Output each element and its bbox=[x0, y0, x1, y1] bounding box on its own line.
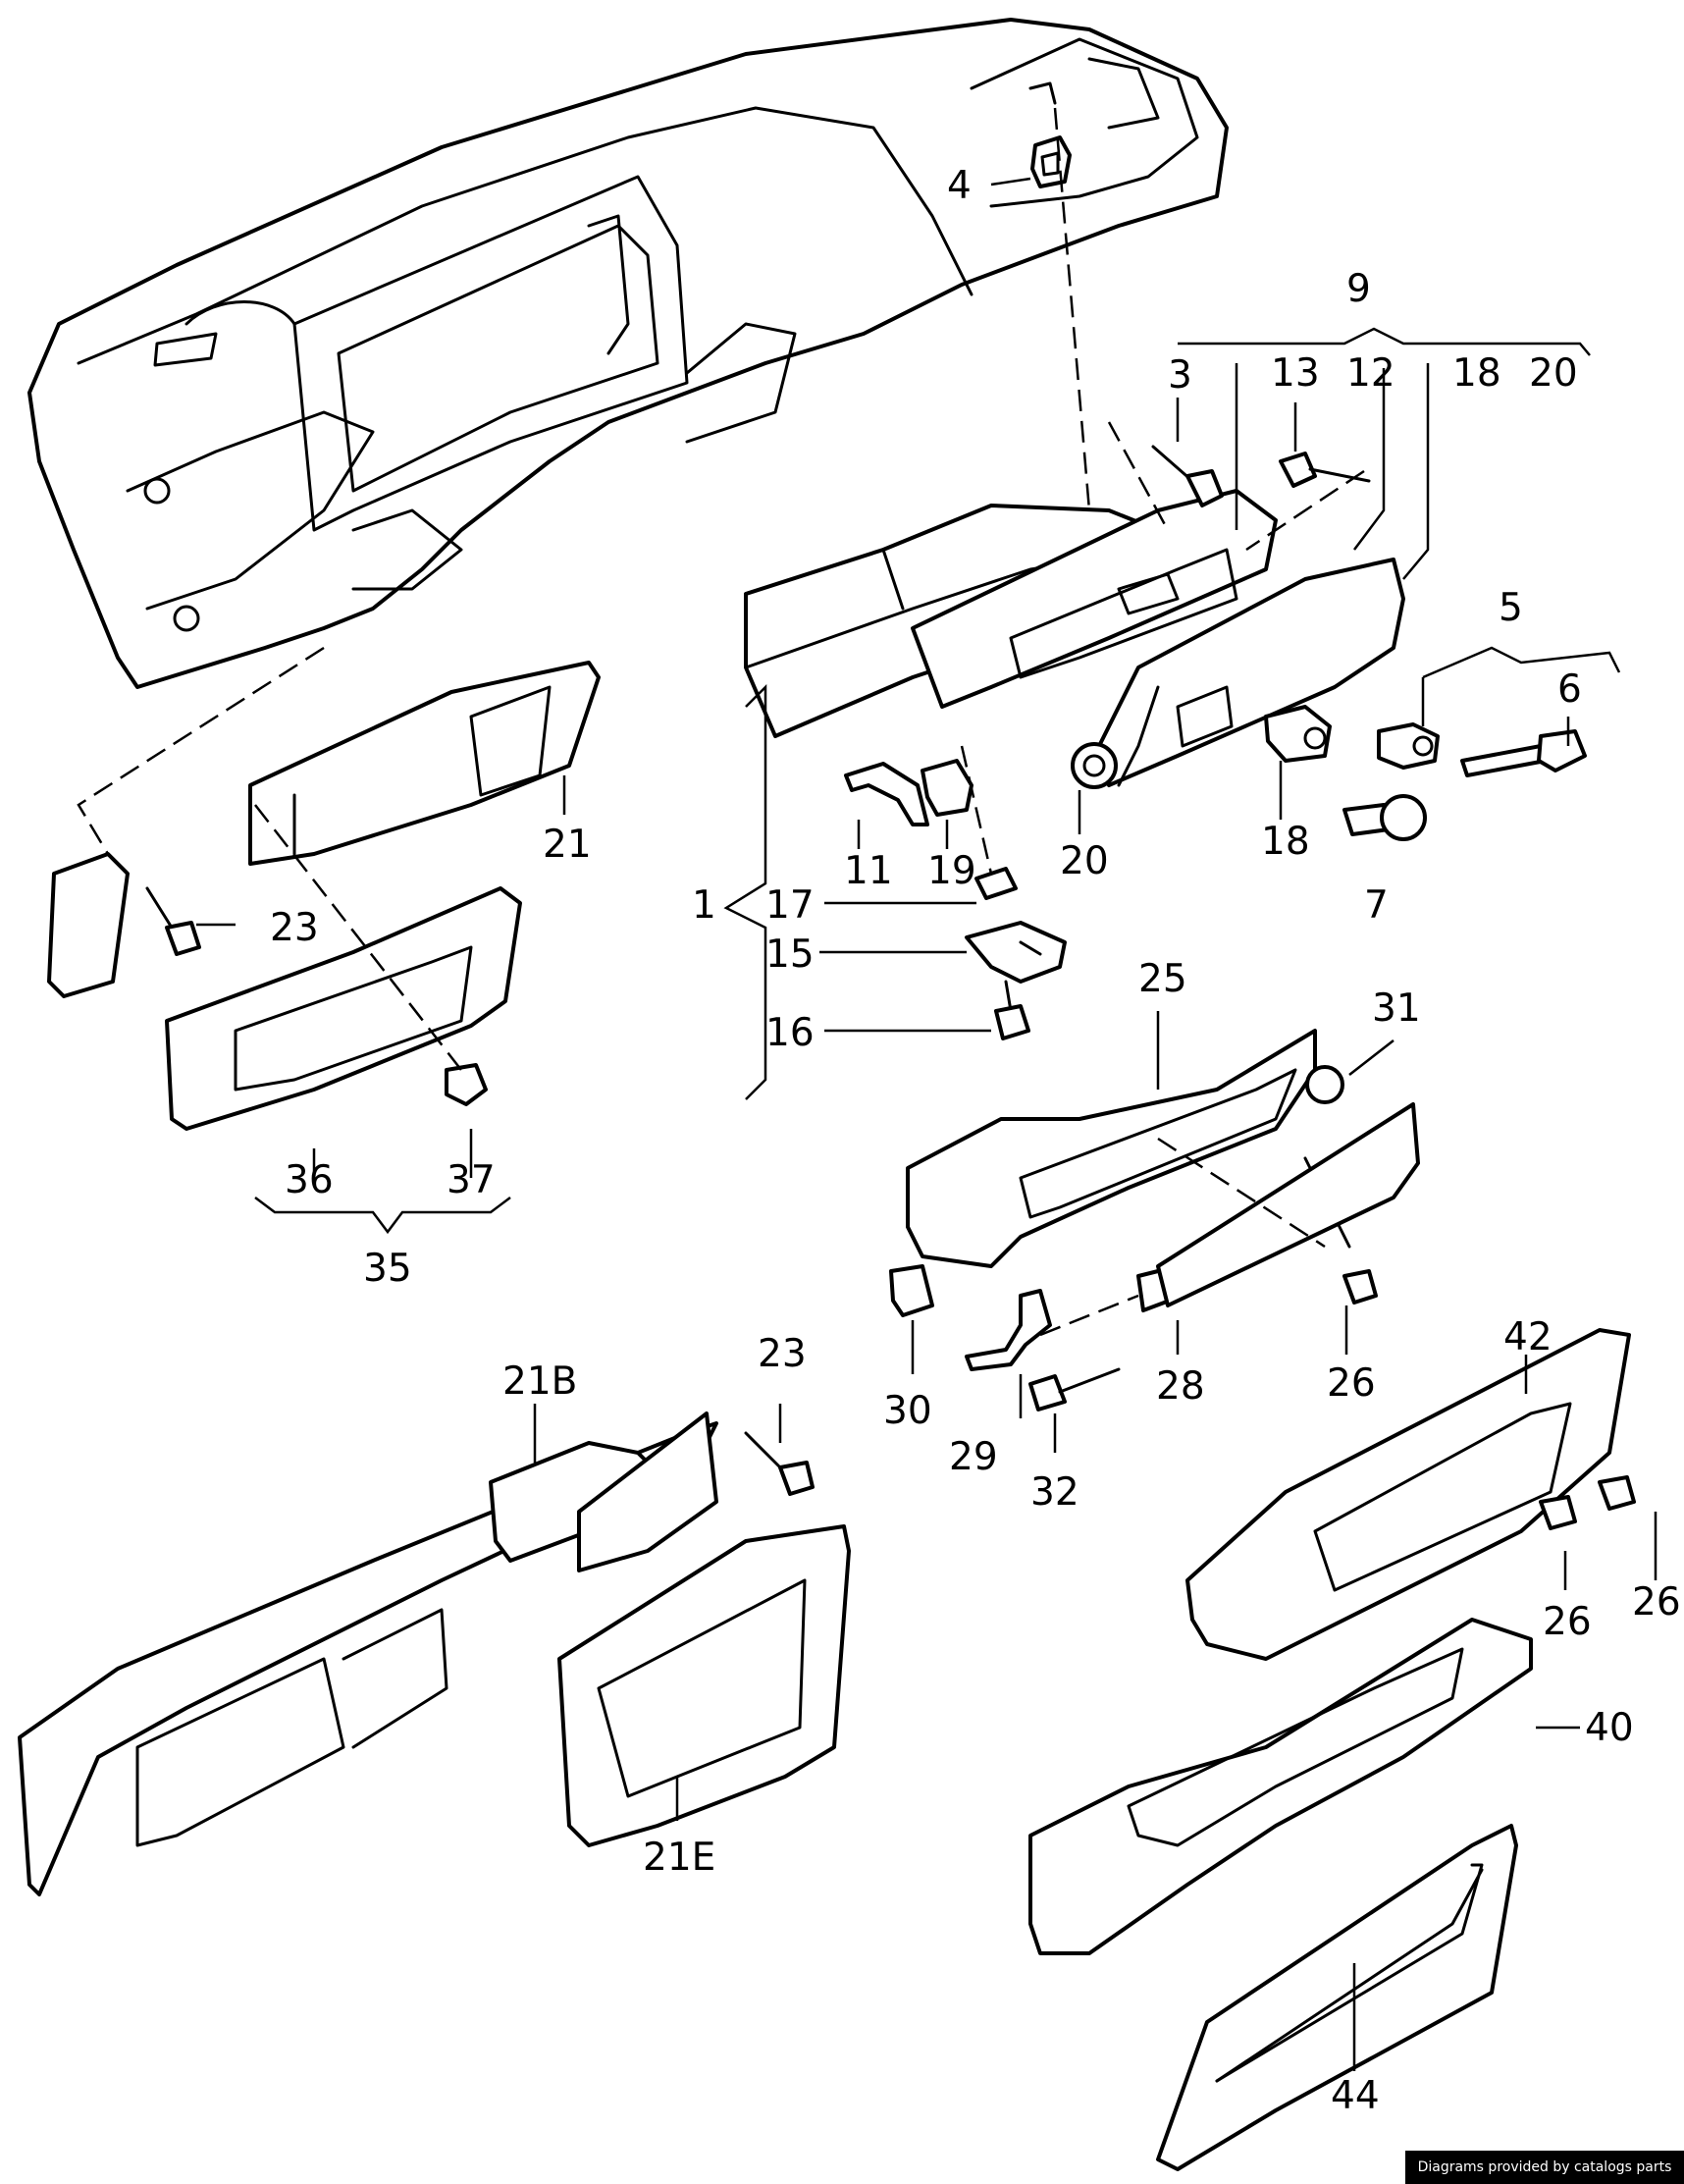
label-29: 29 bbox=[949, 1435, 998, 1479]
part-37-clip bbox=[445, 1063, 488, 1106]
part-21-left-bracket bbox=[47, 852, 130, 998]
label-30: 30 bbox=[883, 1389, 932, 1433]
label-40: 40 bbox=[1585, 1706, 1634, 1750]
part-44-trim bbox=[1156, 1824, 1518, 2171]
label-25: 25 bbox=[1138, 957, 1187, 1001]
label-4: 4 bbox=[947, 164, 972, 208]
label-42: 42 bbox=[1503, 1315, 1552, 1359]
label-20: 20 bbox=[1060, 839, 1109, 883]
label-13: 13 bbox=[1271, 351, 1320, 396]
part-23-screw-left bbox=[145, 886, 201, 956]
part-17-clip-nut bbox=[974, 867, 1018, 900]
label-44: 44 bbox=[1331, 2074, 1380, 2118]
label-21E: 21E bbox=[643, 1836, 715, 1880]
part-40-glovebox bbox=[1028, 1618, 1533, 1955]
leader-lines bbox=[196, 177, 1658, 2071]
label-18: 18 bbox=[1261, 820, 1310, 864]
diagram-credit: Diagrams provided by catalogs parts bbox=[1405, 2151, 1684, 2184]
label-16: 16 bbox=[765, 1011, 815, 1055]
label-28: 28 bbox=[1156, 1364, 1205, 1409]
part-21B-panel bbox=[18, 1412, 718, 1896]
label-1: 1 bbox=[692, 883, 716, 928]
part-16-screw bbox=[994, 980, 1030, 1040]
glovebox-frame bbox=[911, 489, 1278, 709]
part-6-key bbox=[1460, 729, 1587, 777]
part-11-bracket bbox=[844, 762, 929, 826]
label-26-b: 26 bbox=[1543, 1600, 1592, 1644]
label-26-mid: 26 bbox=[1327, 1361, 1376, 1406]
label-19: 19 bbox=[927, 849, 976, 893]
label-23-right: 23 bbox=[758, 1332, 807, 1376]
part-19-latch bbox=[921, 759, 974, 817]
label-35: 35 bbox=[363, 1247, 412, 1291]
label-37: 37 bbox=[447, 1158, 496, 1202]
part-30-clip bbox=[889, 1264, 934, 1317]
part-13-screw bbox=[1279, 452, 1371, 488]
label-15: 15 bbox=[765, 932, 815, 977]
label-11: 11 bbox=[844, 849, 893, 893]
label-5: 5 bbox=[1499, 586, 1523, 630]
label-23-left: 23 bbox=[270, 906, 319, 950]
part-4-clip bbox=[1030, 135, 1072, 188]
part-42-lid bbox=[1185, 1328, 1631, 1661]
label-26-a: 26 bbox=[1632, 1580, 1681, 1625]
part-32-screw bbox=[1028, 1367, 1121, 1412]
part-5-lock-cylinder bbox=[1377, 722, 1440, 770]
part-29-hinge bbox=[965, 1289, 1052, 1371]
assembly-lines bbox=[77, 107, 1365, 1337]
label-21: 21 bbox=[543, 823, 592, 867]
part-25-glovebox bbox=[906, 1029, 1317, 1268]
part-3-screw bbox=[1151, 445, 1224, 507]
label-12: 12 bbox=[1346, 351, 1395, 396]
part-31-bumper bbox=[1305, 1065, 1344, 1104]
part-7-plug bbox=[1342, 794, 1427, 841]
label-9: 9 bbox=[1346, 267, 1371, 311]
label-31: 31 bbox=[1372, 986, 1421, 1031]
part-26-screw-b bbox=[1539, 1495, 1577, 1530]
part-26-screw-a bbox=[1598, 1475, 1636, 1511]
label-6: 6 bbox=[1557, 667, 1582, 712]
label-21B: 21B bbox=[502, 1359, 577, 1404]
label-20-top: 20 bbox=[1529, 351, 1578, 396]
label-18-top: 18 bbox=[1452, 351, 1501, 396]
label-32: 32 bbox=[1030, 1470, 1079, 1515]
part-21-side-trim bbox=[248, 661, 601, 866]
part-18-lock bbox=[1264, 705, 1332, 763]
part-23-screw-right bbox=[744, 1431, 815, 1496]
label-36: 36 bbox=[285, 1158, 334, 1202]
part-15-bracket bbox=[965, 921, 1067, 984]
part-21E-cover bbox=[557, 1524, 851, 1847]
label-3: 3 bbox=[1168, 353, 1192, 398]
label-7: 7 bbox=[1364, 883, 1389, 928]
part-36-cover bbox=[165, 886, 522, 1131]
dashboard-panel bbox=[27, 18, 1229, 689]
part-25-lid bbox=[1156, 1102, 1420, 1307]
part-20-knob bbox=[1071, 742, 1118, 789]
callout-labels: 4 9 3 13 12 18 20 5 6 18 7 20 11 19 1 17… bbox=[270, 164, 1681, 2118]
label-17: 17 bbox=[765, 883, 815, 928]
